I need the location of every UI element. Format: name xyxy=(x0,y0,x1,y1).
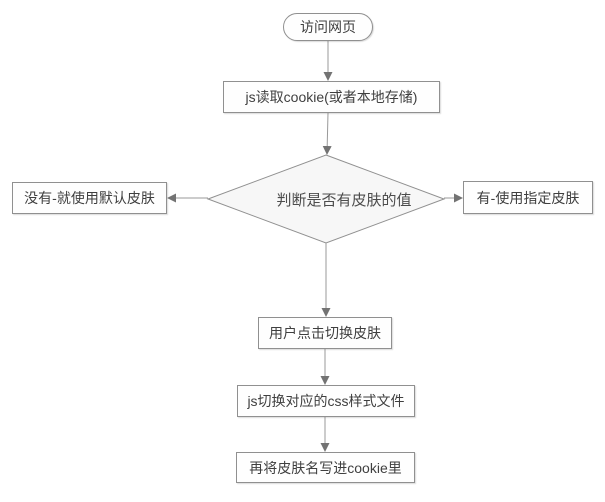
connector-read-cookie-to-decision xyxy=(322,112,332,155)
no-branch-node-label: 没有-就使用默认皮肤 xyxy=(24,190,155,206)
no-branch-node: 没有-就使用默认皮肤 xyxy=(12,182,167,214)
user-click-node-label: 用户点击切换皮肤 xyxy=(269,325,381,341)
write-cookie-node-label: 再将皮肤名写进cookie里 xyxy=(249,459,402,476)
switch-css-node-label: js切换对应的css样式文件 xyxy=(247,393,405,409)
decision-diamond-shape xyxy=(206,154,446,244)
start-node-label: 访问网页 xyxy=(300,19,356,35)
yes-branch-node: 有-使用指定皮肤 xyxy=(463,181,593,214)
switch-css-node: js切换对应的css样式文件 xyxy=(237,385,415,417)
start-node: 访问网页 xyxy=(283,13,373,41)
read-cookie-node: js读取cookie(或者本地存储) xyxy=(223,81,440,113)
read-cookie-node-label: js读取cookie(或者本地存储) xyxy=(245,89,418,105)
user-click-node: 用户点击切换皮肤 xyxy=(258,317,392,349)
yes-branch-node-label: 有-使用指定皮肤 xyxy=(476,189,580,206)
write-cookie-node: 再将皮肤名写进cookie里 xyxy=(236,452,415,483)
